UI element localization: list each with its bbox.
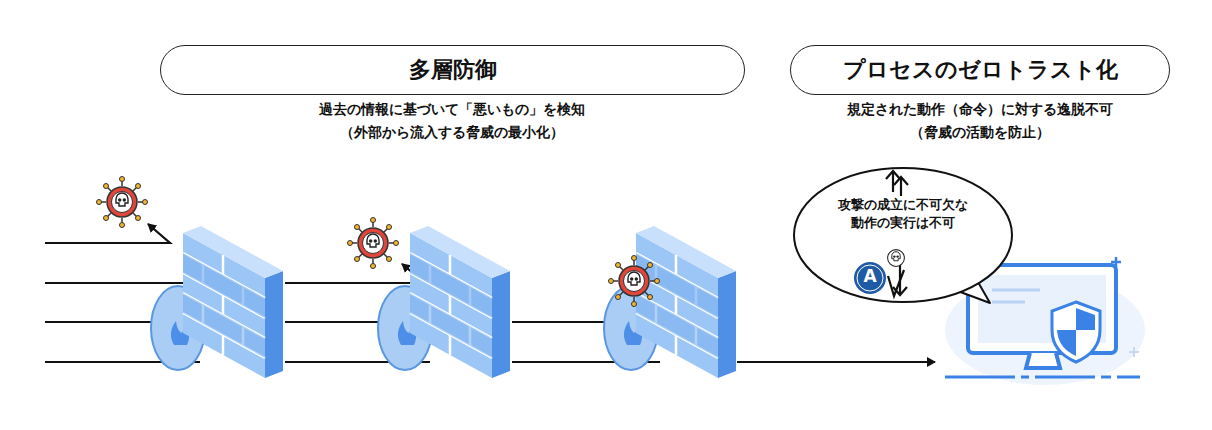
title-pill: 多層防御 — [160, 45, 745, 95]
bubble-outline — [792, 166, 1014, 304]
bubble-text: 攻撃の成立に不可欠な 動作の実行は不可 — [836, 196, 970, 231]
description-text: 過去の情報に基づいて「悪いもの」を検知 — [319, 101, 585, 119]
speech-bubble: 攻撃の成立に不可欠な 動作の実行は不可 — [792, 166, 1014, 304]
description-text: （脅威の活動を防止） — [910, 124, 1050, 142]
pill-title: プロセスのゼロトラスト化 — [843, 55, 1118, 85]
logo-letter: A — [855, 266, 885, 286]
description-text: （外部から流入する脅威の最小化） — [340, 124, 564, 142]
pill-title: 多層防御 — [409, 55, 497, 85]
description-text: 規定された動作（命令）に対する逸脱不可 — [847, 101, 1113, 119]
title-pill: プロセスのゼロトラスト化 — [790, 45, 1170, 95]
